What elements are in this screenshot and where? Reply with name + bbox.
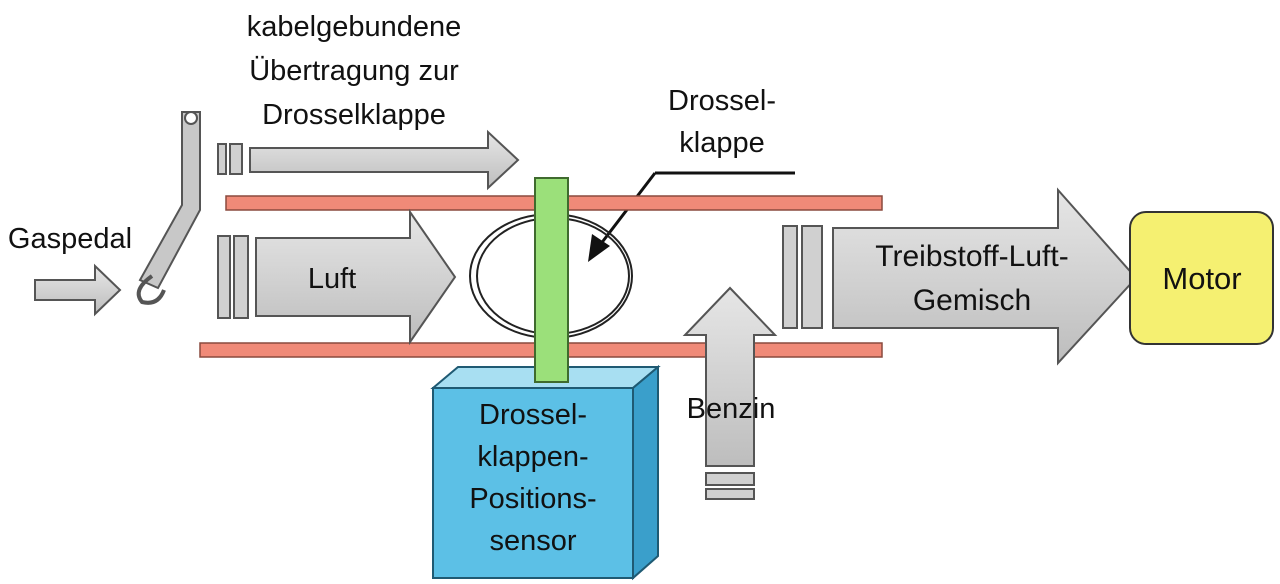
sensor-label-line2: klappen- xyxy=(477,441,588,473)
air-label: Luft xyxy=(308,263,356,295)
cable-transmission-label-line2: Übertragung zur xyxy=(249,55,459,87)
gaspedal-arrow xyxy=(34,263,122,317)
throttle-shaft xyxy=(534,177,569,383)
mixture-label-line2: Gemisch xyxy=(913,284,1031,317)
throttle-valve-label-line2: klappe xyxy=(679,127,764,159)
air-arrow xyxy=(217,208,457,346)
throttle-position-sensor-box xyxy=(430,364,661,581)
motor-label: Motor xyxy=(1162,261,1241,296)
mixture-label-line1: Treibstoff-Luft- xyxy=(875,240,1068,273)
gas-pedal-lever xyxy=(136,111,201,305)
fuel-air-mixture-arrow xyxy=(782,187,1138,366)
motor-box xyxy=(1129,211,1274,345)
sensor-label-line3: Positions- xyxy=(469,483,596,515)
cable-transmission-label-line3: Drosselklappe xyxy=(262,99,446,131)
throttle-valve-label-line1: Drossel- xyxy=(668,85,776,117)
gaspedal-label: Gaspedal xyxy=(8,223,132,255)
fuel-arrow xyxy=(682,286,778,500)
cable-transmission-label-line1: kabelgebundene xyxy=(247,11,461,43)
sensor-label-line1: Drossel- xyxy=(479,399,587,431)
sensor-label-line4: sensor xyxy=(489,525,576,557)
fuel-label: Benzin xyxy=(687,393,776,425)
cable-transmission-arrow xyxy=(217,129,520,191)
